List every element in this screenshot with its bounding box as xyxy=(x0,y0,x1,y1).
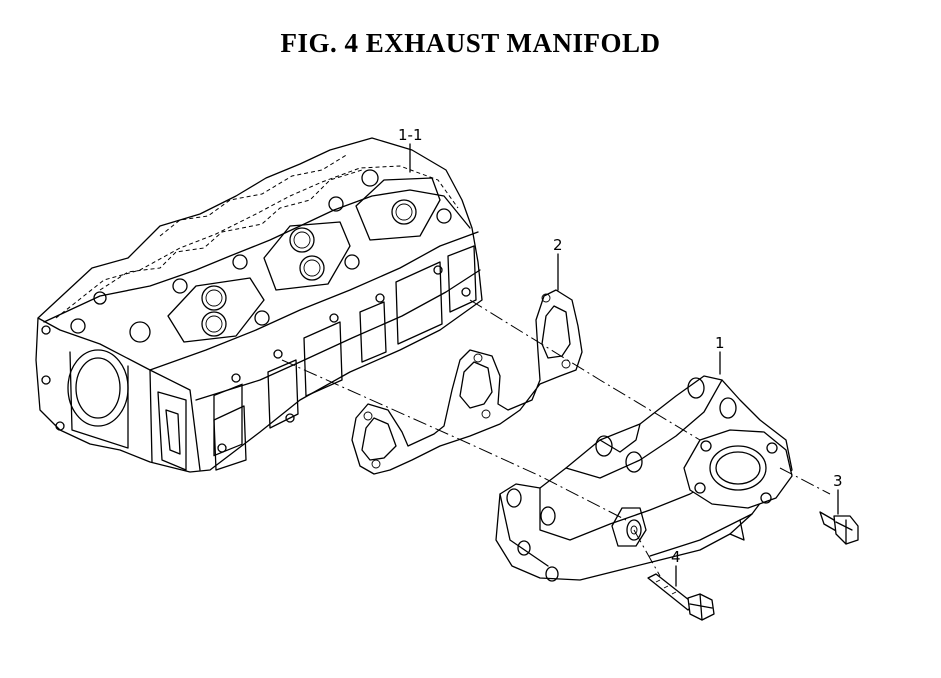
cylinder-head-part xyxy=(35,137,483,473)
callout-1: 1 xyxy=(715,334,725,352)
alignment-line xyxy=(469,299,701,441)
callout-3: 3 xyxy=(833,472,843,490)
callout-1-1: 1-1 xyxy=(398,126,423,144)
bolt-4-part xyxy=(633,529,715,621)
callout-2: 2 xyxy=(553,236,563,254)
exhaust-manifold-part xyxy=(495,375,793,582)
callout-4: 4 xyxy=(671,548,681,566)
figure-title: FIG. 4 EXHAUST MANIFOLD xyxy=(280,28,661,58)
manifold-gasket-part xyxy=(351,289,583,475)
alignment-line xyxy=(281,359,627,521)
bolt-3-part xyxy=(779,467,859,545)
